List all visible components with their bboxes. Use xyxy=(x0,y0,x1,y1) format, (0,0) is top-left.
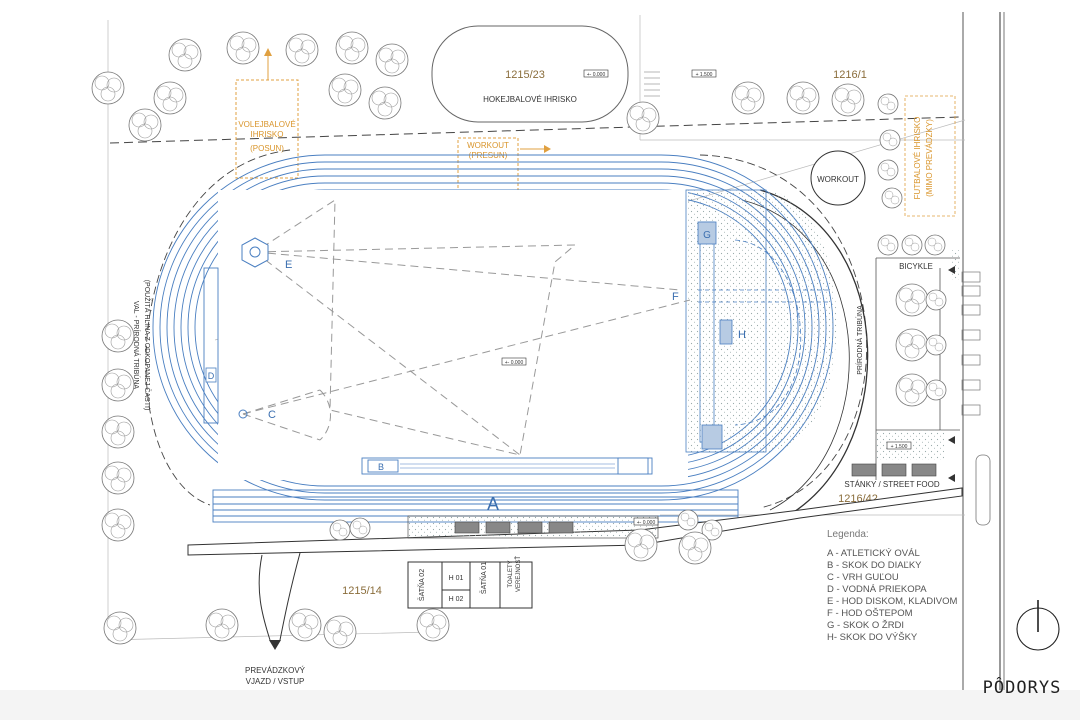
legend-item: D - VODNÁ PRIEKOPA xyxy=(827,584,927,595)
level-hockey: +- 0.000 xyxy=(587,72,606,78)
letter-H: H xyxy=(738,329,746,341)
level-top-right: + 1.500 xyxy=(696,72,713,78)
football-label-1: FUTBALOVÉ IHRISKO xyxy=(913,117,922,200)
plan-title: PÔDORYS xyxy=(983,676,1062,698)
football-field: FUTBALOVÉ IHRISKO (MIMO PREVÁDZKY) xyxy=(904,95,956,217)
right-road xyxy=(962,12,1005,690)
football-label-2: (MIMO PREVÁDZKY) xyxy=(925,119,934,197)
bicycle-label: BICYKLE xyxy=(899,262,933,271)
volleyball-label-2: IHRISKO xyxy=(251,130,284,139)
workout-move-label-2: (PRESUN) xyxy=(469,151,508,160)
level-right: + 1.500 xyxy=(891,444,908,450)
building-toilets-2: VEREJNOSŤ xyxy=(514,556,522,592)
entrance-label-2: VJAZD / VSTUP xyxy=(246,677,305,686)
plot-dashed-line xyxy=(109,116,961,144)
letter-B: B xyxy=(378,462,384,472)
letter-E: E xyxy=(285,259,292,271)
stalls-label: STÁNKY / STREET FOOD xyxy=(844,480,940,489)
workout-move: WORKOUT (PRESUN) xyxy=(457,137,551,199)
high-jump-mat xyxy=(719,319,733,345)
volleyball-court: VOLEJBALOVÉ IHRISKO (POSUN) xyxy=(235,48,299,179)
entrance-label-1: PREVÁDZKOVÝ xyxy=(245,666,306,675)
building-h02: H 02 xyxy=(449,596,464,603)
discus-circle xyxy=(241,237,269,268)
building-satna02: ŠATŇA 02 xyxy=(417,569,426,601)
page-shadow xyxy=(0,690,1080,720)
letter-C: C xyxy=(268,409,276,421)
hockey-label: HOKEJBALOVÉ IHRISKO xyxy=(483,95,577,104)
volleyball-label-1: VOLEJBALOVÉ xyxy=(238,120,295,129)
legend: Legenda: A - ATLETICKÝ OVÁL B - SKOK DO … xyxy=(827,529,957,643)
shot-put-circle xyxy=(238,409,248,419)
building-toilets-1: TOALETY xyxy=(508,560,514,587)
legend-item: F - HOD OŠTEPOM xyxy=(827,608,913,619)
trees-top xyxy=(91,31,903,209)
left-stand-label-1: VAL - PRÍRODNÁ TRIBÚNA xyxy=(132,301,141,389)
letter-A: A xyxy=(487,494,499,514)
legend-item: C - VRH GUĽOU xyxy=(827,572,899,583)
building-h01: H 01 xyxy=(449,575,464,582)
hockey-field: 1215/23 HOKEJBALOVÉ IHRISKO +- 0.000 xyxy=(431,25,660,123)
building-satna01: ŠATŇA 01 xyxy=(479,562,488,594)
right-stand-outline xyxy=(759,189,869,521)
parcel-label-top-center: 1215/23 xyxy=(505,69,545,81)
stalls xyxy=(851,463,937,477)
volleyball-label-3: (POSUN) xyxy=(250,144,284,153)
workout-circle xyxy=(810,150,866,206)
north-arrow-icon xyxy=(1016,600,1060,651)
letter-D: D xyxy=(208,371,215,381)
left-stand-label-2: (POUŽITÁ HLINA Z ODKOPANEJ ČASTI) xyxy=(143,280,152,411)
letter-G: G xyxy=(703,230,711,241)
trees-right xyxy=(877,234,947,407)
legend-title: Legenda: xyxy=(827,529,869,540)
pole-vault-pit-2 xyxy=(701,424,723,450)
parcel-label-bottom-left: 1215/14 xyxy=(342,585,382,597)
throw-sectors xyxy=(242,199,691,456)
workout-move-label-1: WORKOUT xyxy=(467,141,509,150)
letter-F: F xyxy=(672,291,679,303)
promenade xyxy=(187,487,963,650)
legend-item: H- SKOK DO VÝŠKY xyxy=(827,632,918,643)
infield xyxy=(218,190,688,480)
level-center: +- 0.000 xyxy=(505,360,524,366)
water-jump xyxy=(203,267,219,424)
pole-vault-pit xyxy=(697,221,717,245)
legend-item: G - SKOK O ŽRDI xyxy=(827,620,904,631)
legend-item: B - SKOK DO DIAĽKY xyxy=(827,560,922,571)
legend-item: A - ATLETICKÝ OVÁL xyxy=(827,548,920,559)
legend-item: E - HOD DISKOM, KLADIVOM xyxy=(827,596,957,607)
long-jump xyxy=(361,457,653,475)
service-building xyxy=(407,561,533,609)
parcel-label-top-right: 1216/1 xyxy=(833,69,867,81)
workout-circle-label: WORKOUT xyxy=(817,175,859,184)
right-stand-label: PRÍRODNÁ TRIBÚNA xyxy=(855,305,864,375)
level-bottom: +- 0.000 xyxy=(637,520,656,526)
